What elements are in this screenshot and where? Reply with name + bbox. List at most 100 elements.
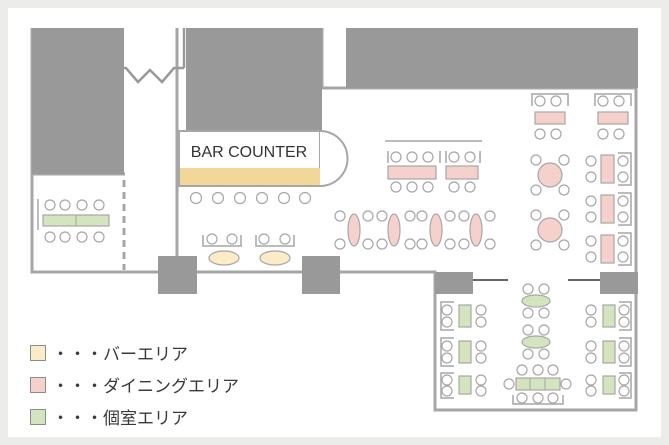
chair (585, 340, 597, 352)
dining-area-tables (347, 111, 629, 264)
chair (441, 352, 453, 364)
chair (298, 191, 312, 205)
chair (334, 238, 346, 250)
chair (558, 239, 570, 251)
chair (618, 316, 630, 328)
private-room-tables (42, 214, 616, 395)
booth-bracket (445, 151, 481, 163)
chair (550, 128, 562, 140)
chair (560, 378, 572, 390)
chair (376, 238, 388, 250)
chair (618, 352, 630, 364)
chair (484, 238, 496, 250)
chair (76, 199, 88, 211)
booth-bracket (618, 232, 632, 266)
dining-booth-partitions (385, 93, 632, 266)
chair (93, 199, 105, 211)
chair (532, 392, 544, 404)
booth-bracket (594, 93, 632, 106)
legend-label-dining: ・・・ダイニングエリア (52, 377, 239, 397)
chair (206, 233, 218, 245)
booth-bracket (619, 337, 632, 367)
chair (547, 392, 559, 404)
chair (585, 385, 597, 397)
chair (448, 151, 460, 163)
booth-bracket (255, 235, 295, 247)
chair (550, 95, 562, 107)
legend-swatch-bar (30, 344, 46, 361)
legend-label-bar: ・・・バーエリア (52, 345, 188, 365)
chair (406, 181, 418, 193)
chair (585, 374, 597, 386)
private-room-partitions (37, 199, 632, 405)
entrance-door (115, 28, 186, 84)
chair (618, 304, 630, 316)
bar-area-tables (208, 250, 291, 266)
bar-area-chairs (202, 233, 295, 247)
booth-bracket (619, 372, 632, 399)
chair (422, 151, 434, 163)
chair (59, 231, 71, 243)
chair (93, 231, 105, 243)
walls (32, 28, 638, 294)
chair (597, 95, 609, 107)
legend-swatch-dining (30, 376, 46, 393)
chair (59, 199, 71, 211)
chair (277, 191, 291, 205)
chair (448, 181, 460, 193)
chair (585, 352, 597, 364)
chair (617, 155, 629, 167)
chair (441, 304, 453, 316)
legend-swatch-private (30, 408, 46, 425)
chair (464, 151, 476, 163)
chair (618, 374, 630, 386)
chair (522, 307, 534, 319)
chair (226, 233, 238, 245)
booth-bracket (512, 395, 564, 405)
chair (538, 348, 550, 360)
chair (416, 238, 428, 250)
legend-private-room-area: ・・・個室エリア (30, 404, 188, 429)
chair (613, 128, 625, 140)
chair (458, 238, 470, 250)
booth-bracket (387, 151, 441, 163)
chair (406, 151, 418, 163)
chair (534, 95, 546, 107)
chair (534, 128, 546, 140)
chair (44, 199, 56, 211)
chair (585, 155, 597, 167)
chair (585, 171, 597, 183)
chair (279, 233, 291, 245)
chair (258, 233, 270, 245)
chair (547, 364, 559, 376)
chair (444, 238, 456, 250)
chair (532, 364, 544, 376)
chair (211, 191, 225, 205)
chair (484, 210, 496, 222)
booth-bracket (618, 192, 632, 226)
bar-counter-label: BAR COUNTER (191, 144, 307, 161)
chair (475, 316, 487, 328)
chair (522, 348, 534, 360)
chair (558, 184, 570, 196)
chair (617, 211, 629, 223)
chair (585, 195, 597, 207)
chair (530, 184, 542, 196)
chair (390, 181, 402, 193)
chair (522, 324, 534, 336)
chair (503, 378, 515, 390)
chair (376, 210, 388, 222)
dining-area-chairs (334, 95, 629, 263)
chair (617, 235, 629, 247)
chair (464, 181, 476, 193)
chair (617, 195, 629, 207)
chair (585, 304, 597, 316)
chair (475, 352, 487, 364)
booth-bracket (440, 372, 454, 399)
bar-counter: BAR COUNTER (178, 130, 349, 187)
chair (404, 210, 416, 222)
chair (233, 191, 247, 205)
legend-dining-area: ・・・ダイニングエリア (30, 372, 239, 397)
chair (585, 235, 597, 247)
chair (558, 209, 570, 221)
